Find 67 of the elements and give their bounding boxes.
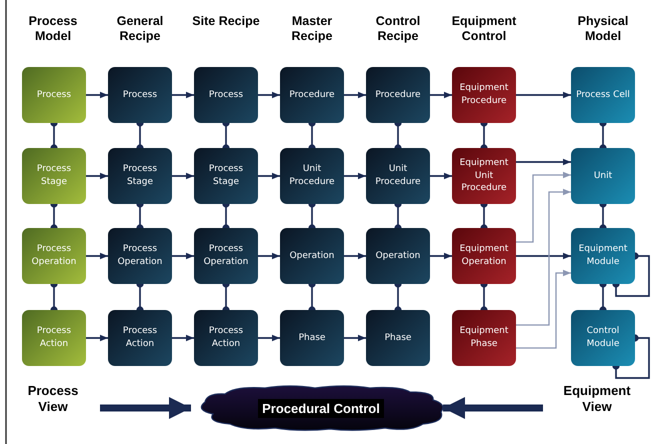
process-model-box: Process Operation [22, 228, 86, 284]
cloud-label: Procedural Control [258, 398, 384, 418]
column-header: Control Recipe [374, 14, 422, 44]
view-label: Process View [18, 381, 88, 417]
column-header: Site Recipe [191, 14, 261, 29]
column-header: Master Recipe [290, 14, 334, 44]
block-arrow [443, 397, 543, 419]
recipe-box: Unit Procedure [280, 148, 344, 204]
arrow [172, 172, 194, 180]
recipe-box: Phase [280, 310, 344, 366]
arrow [86, 252, 108, 260]
recipe-box: Procedure [280, 67, 344, 123]
arrow [344, 252, 366, 260]
recipe-box: Process [108, 67, 172, 123]
arrow [344, 172, 366, 180]
physical-model-box: Process Cell [571, 67, 635, 123]
physical-model-box: Unit [571, 148, 635, 204]
recipe-box: Process Operation [108, 228, 172, 284]
arrow [430, 92, 452, 98]
arrow [430, 252, 452, 260]
recipe-box: Process Stage [108, 148, 172, 204]
arrow [516, 158, 571, 166]
view-label: Equipment View [555, 381, 639, 417]
recipe-box: Process Stage [194, 148, 258, 204]
arrow [258, 252, 280, 260]
recipe-box: Process Action [194, 310, 258, 366]
arrow [516, 92, 571, 98]
arrow [86, 172, 108, 180]
arrow [516, 188, 571, 326]
arrow [516, 172, 571, 243]
recipe-box: Unit Procedure [366, 148, 430, 204]
process-model-box: Process Stage [22, 148, 86, 204]
arrow [430, 172, 452, 180]
process-model-box: Process [22, 67, 86, 123]
arrow [258, 334, 280, 342]
arrow [86, 334, 108, 342]
arrow [344, 92, 366, 98]
recipe-box: Operation [280, 228, 344, 284]
recipe-box: Operation [366, 228, 430, 284]
equipment-control-box: Equipment Phase [452, 310, 516, 366]
arrow [516, 252, 571, 260]
connector-line [612, 252, 650, 297]
arrow [172, 334, 194, 342]
equipment-control-box: Equipment Procedure [452, 67, 516, 123]
recipe-box: Process [194, 67, 258, 123]
arrow [86, 92, 108, 98]
arrow [172, 252, 194, 260]
physical-model-box: Control Module [571, 310, 635, 366]
column-header: Process Model [28, 14, 78, 44]
arrow [172, 92, 194, 98]
column-header: Physical Model [576, 14, 630, 44]
column-header: General Recipe [116, 14, 164, 44]
physical-model-box: Equipment Module [571, 228, 635, 284]
recipe-box: Phase [366, 310, 430, 366]
arrow [344, 334, 366, 342]
column-header: Equipment Control [450, 14, 518, 44]
block-arrow [100, 397, 191, 419]
arrow [516, 270, 571, 349]
recipe-box: Procedure [366, 67, 430, 123]
process-model-box: Process Action [22, 310, 86, 366]
connector-line [612, 334, 650, 379]
recipe-box: Process Action [108, 310, 172, 366]
arrow [258, 92, 280, 98]
arrow [258, 172, 280, 180]
recipe-box: Process Operation [194, 228, 258, 284]
equipment-control-box: Equipment Operation [452, 228, 516, 284]
equipment-control-box: Equipment Unit Procedure [452, 148, 516, 204]
